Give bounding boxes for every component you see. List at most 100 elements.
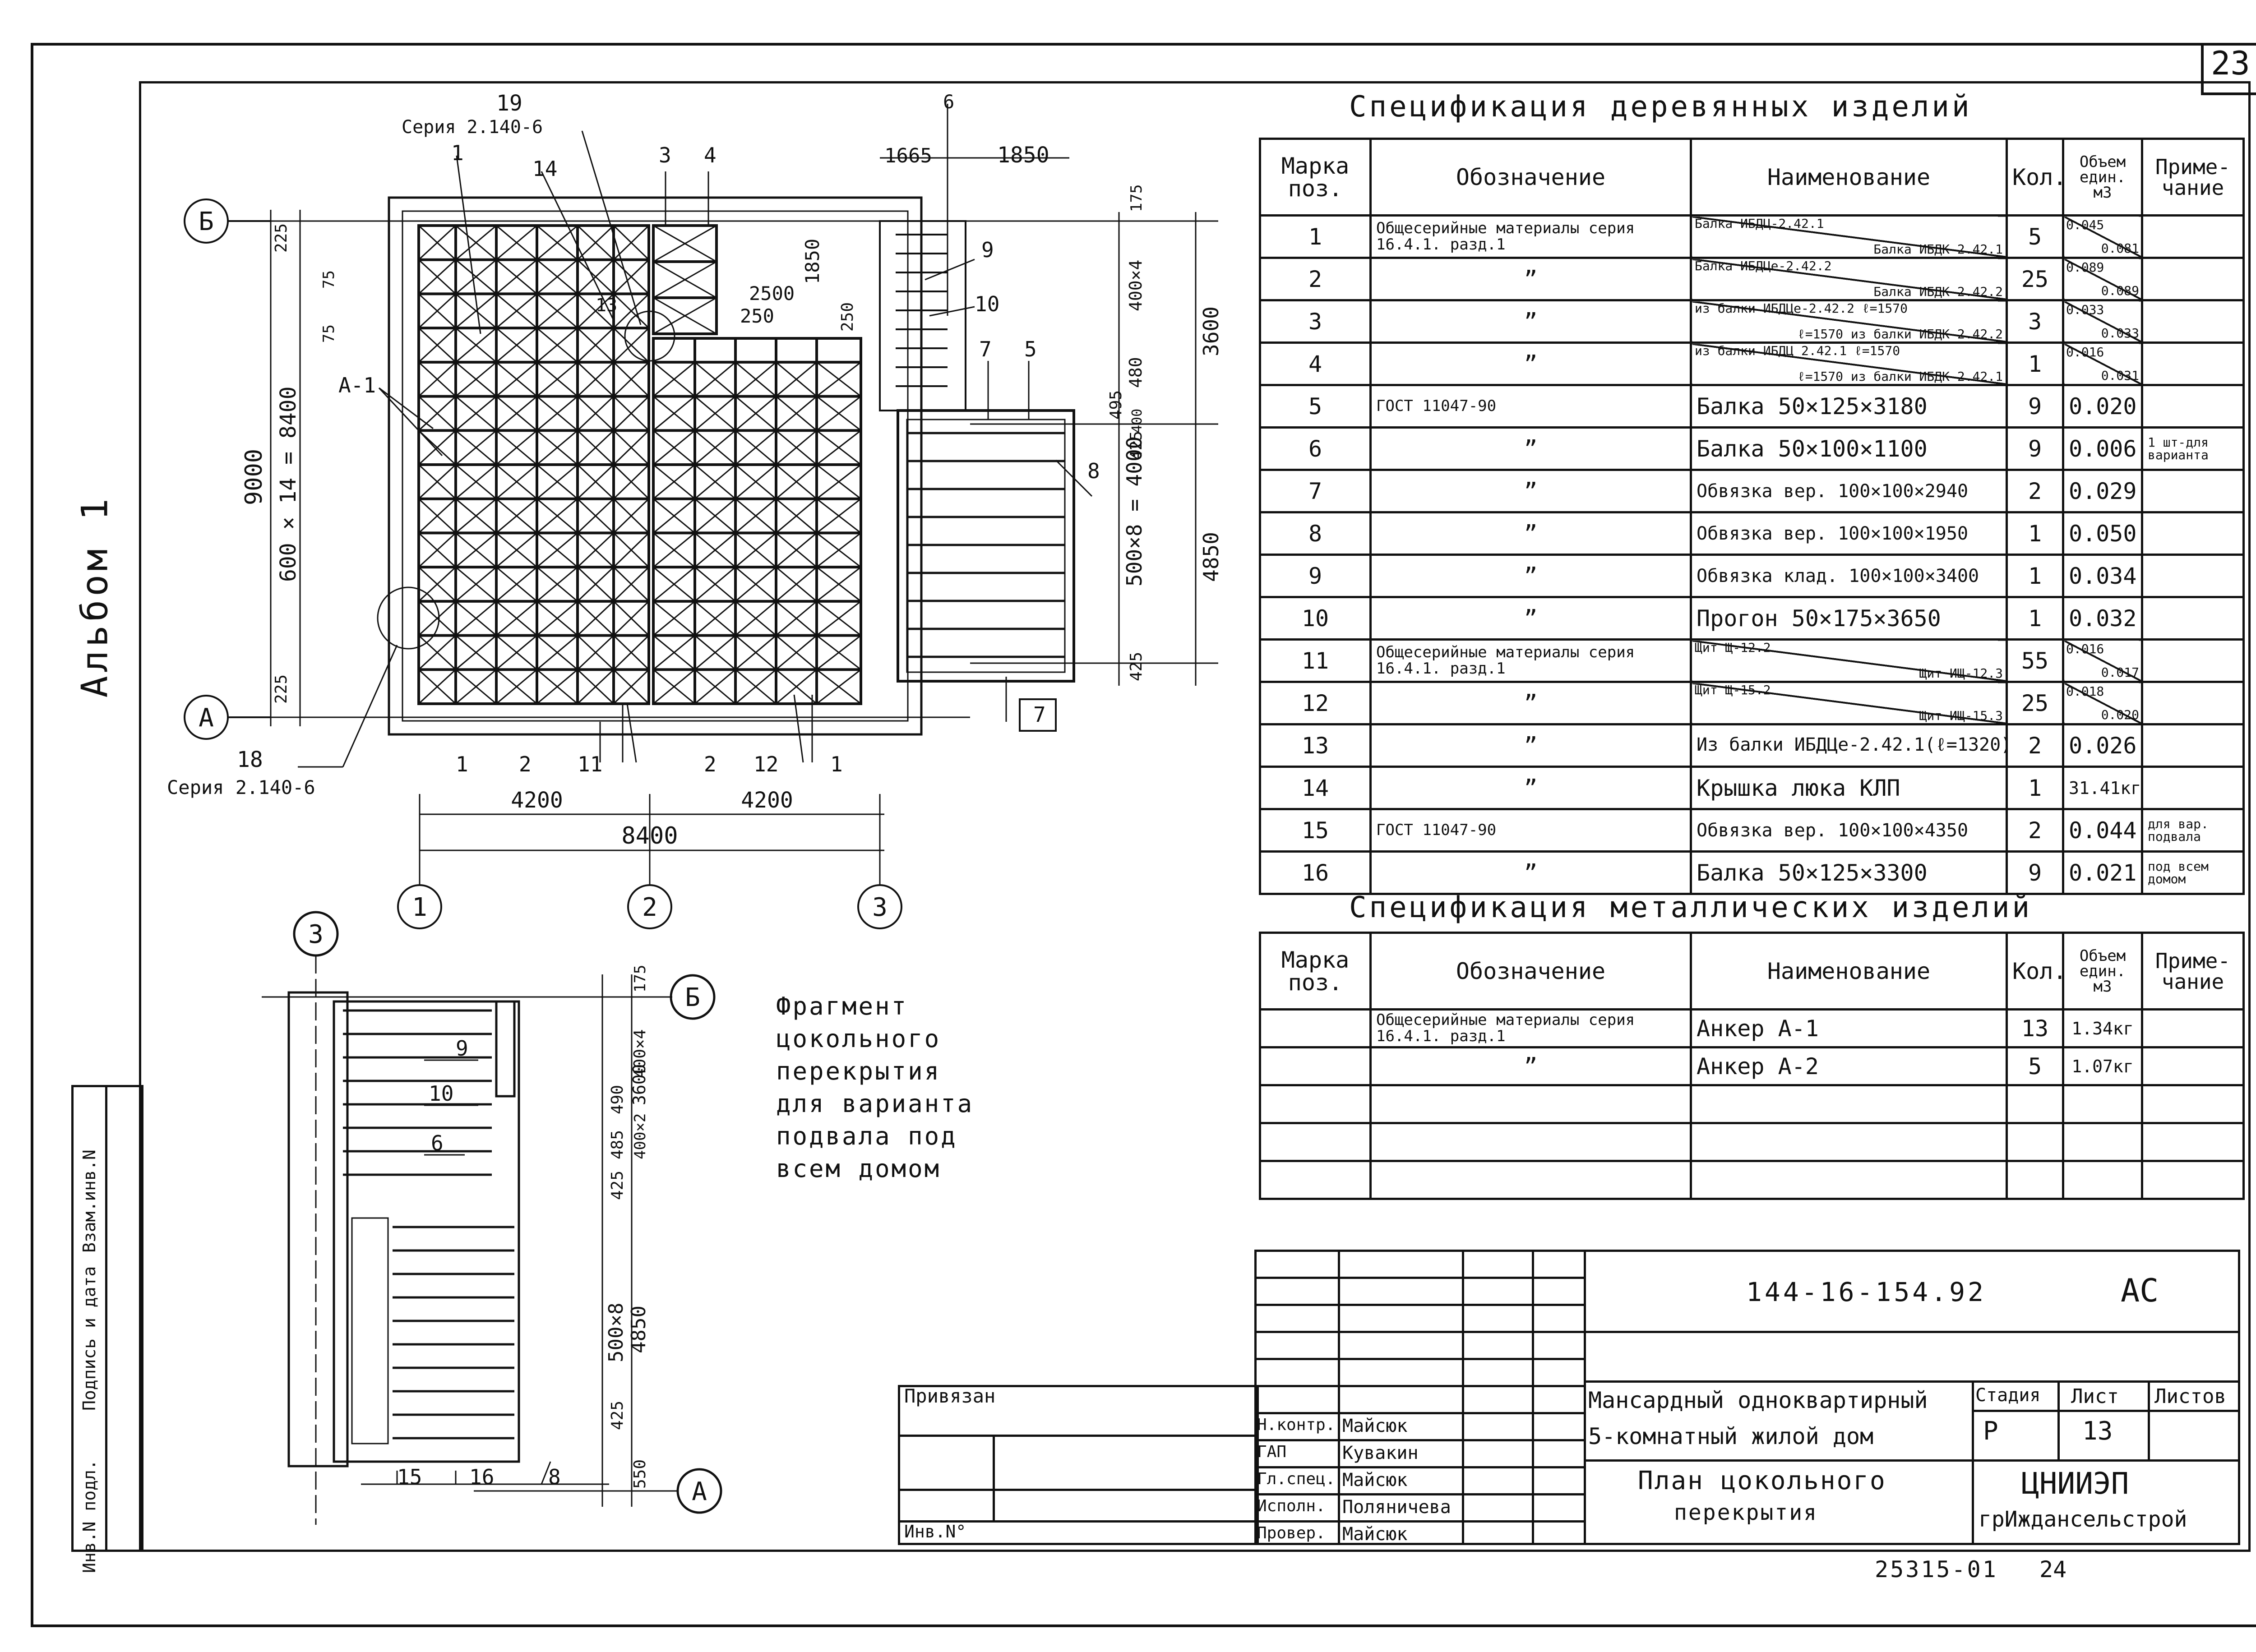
panel-cross [776, 669, 817, 705]
panel-cross [577, 225, 615, 260]
panel-cross [536, 532, 578, 568]
panel-cross [418, 396, 457, 431]
dim-175: 175 [1128, 185, 1146, 212]
panel-cross [455, 600, 497, 636]
panel-cross [418, 430, 457, 466]
metal-spec-name-cell [1690, 1122, 2008, 1162]
metal-spec-volume-cell: 1.07кг [2062, 1046, 2143, 1086]
dim-75a: 75 [320, 270, 338, 289]
wood-spec-note-cell [2141, 299, 2245, 344]
callout-b2b: 2 [704, 752, 717, 776]
callout-14: 14 [532, 157, 557, 181]
panel-cross [536, 464, 578, 499]
callout-18: 18 [237, 747, 263, 772]
panel-cross [496, 259, 537, 295]
wood-spec-qty-cell: 1 [2006, 341, 2064, 386]
metal-spec-mark-cell [1259, 1084, 1372, 1124]
callout-9: 9 [981, 238, 994, 262]
panel-cross [455, 361, 497, 397]
panel-cross [653, 396, 695, 431]
panel-cross [577, 669, 615, 705]
dim-250a: 250 [740, 305, 774, 327]
panel-cross [776, 635, 817, 670]
metal-spec-header-volume: Объем един. м3 [2062, 932, 2143, 1011]
wood-spec-name-cell: Обвязка вер. 100×100×2940 [1690, 469, 2008, 513]
volume-bottom: 0.017 [2101, 665, 2139, 680]
panel-cross [776, 464, 817, 499]
callout-3: 3 [659, 143, 671, 167]
wood-spec-header-mark: Марка поз. [1259, 138, 1372, 217]
footer-code: 25315-01 [1875, 1556, 1998, 1583]
wood-spec-mark-cell: 5 [1259, 384, 1372, 429]
callout-b1b: 1 [830, 752, 843, 776]
panel-cross [735, 635, 777, 670]
wood-spec-qty-cell: 25 [2006, 257, 2064, 301]
wood-spec-qty-cell: 3 [2006, 299, 2064, 344]
dim-225a: 225 [272, 223, 291, 253]
dim-1850: 1850 [997, 143, 1049, 168]
name-top: Щит Щ-15.2 [1695, 683, 1771, 697]
dim-1850-vert: 1850 [801, 239, 823, 284]
volume-bottom: 0.089 [2101, 283, 2139, 298]
wood-spec-designation-cell: ” [1369, 554, 1692, 598]
title-block-stage: Р [1983, 1417, 1998, 1446]
fragment-axis-b: Б [685, 983, 700, 1012]
metal-row [1259, 1160, 2245, 1200]
dim-480: 480 [1126, 357, 1146, 388]
metal-spec-volume-cell: 1.34кг [2062, 1008, 2143, 1048]
title-block-org-line: ЦНИИЭП [2021, 1466, 2129, 1501]
fragment-caption-line: цокольного [776, 1024, 941, 1053]
panel-cross [816, 498, 861, 534]
basement-fragment-plan: 9 10 6 15 16 8 3 Б А 175 400×4 490 485 4… [262, 911, 722, 1525]
wood-spec-mark-cell: 7 [1259, 469, 1372, 513]
wood-spec-note-cell: 1 шт-для варианта [2141, 426, 2245, 471]
panel-cross [694, 532, 736, 568]
wood-spec-note-cell [2141, 766, 2245, 810]
wood-spec-volume-cell: 0.026 [2062, 723, 2143, 768]
panel-cross [418, 498, 457, 534]
panel-cross [536, 430, 578, 466]
panel-cross [455, 396, 497, 431]
panel-cross [455, 259, 497, 295]
dim-600x14: 600 × 14 = 8400 [276, 387, 301, 582]
metal-spec-designation-cell [1369, 1122, 1692, 1162]
panel-cross [816, 600, 861, 636]
fragment-dim-500x8: 500×8 [605, 1303, 628, 1362]
wood-spec-note-cell [2141, 511, 2245, 556]
title-block-drawing-line: перекрытия [1674, 1500, 1818, 1525]
name-top: Балка ИБДЦе-2.42.2 [1695, 258, 1832, 273]
dim-425a: 425 [1127, 431, 1146, 460]
panel-cross [455, 635, 497, 670]
wood-spec-designation-cell: ” [1369, 850, 1692, 895]
name-top: Щит Щ-12.2 [1695, 640, 1771, 655]
dim-4200a: 4200 [511, 788, 563, 813]
panel-cross [418, 635, 457, 670]
panel-cross [418, 600, 457, 636]
panel-cross [776, 430, 817, 466]
wood-spec-designation-cell: Общесерийные материалы серия 16.4.1. раз… [1369, 214, 1692, 259]
panel-cross [735, 669, 777, 705]
panel-cross [653, 600, 695, 636]
metal-spec-mark-cell [1259, 1008, 1372, 1048]
wood-spec-name-cell: Из балки ИБДЦе-2.42.1(ℓ=1320) [1690, 723, 2008, 768]
panel-cross [653, 361, 695, 397]
title-block-role: Провер. [1257, 1524, 1326, 1542]
wood-spec-note-cell: под всем домом [2141, 850, 2245, 895]
volume-top: 0.016 [2066, 641, 2104, 657]
volume-top: 0.045 [2066, 217, 2104, 233]
metal-spec-name-cell: Анкер А-2 [1690, 1046, 2008, 1086]
axis-3-label: 3 [872, 893, 888, 922]
fragment-caption-line: для варианта [776, 1089, 974, 1118]
axis-1-label: 1 [412, 893, 427, 922]
metal-spec-title: Спецификация металлических изделий [1349, 891, 2033, 924]
wood-spec-mark-cell: 2 [1259, 257, 1372, 301]
